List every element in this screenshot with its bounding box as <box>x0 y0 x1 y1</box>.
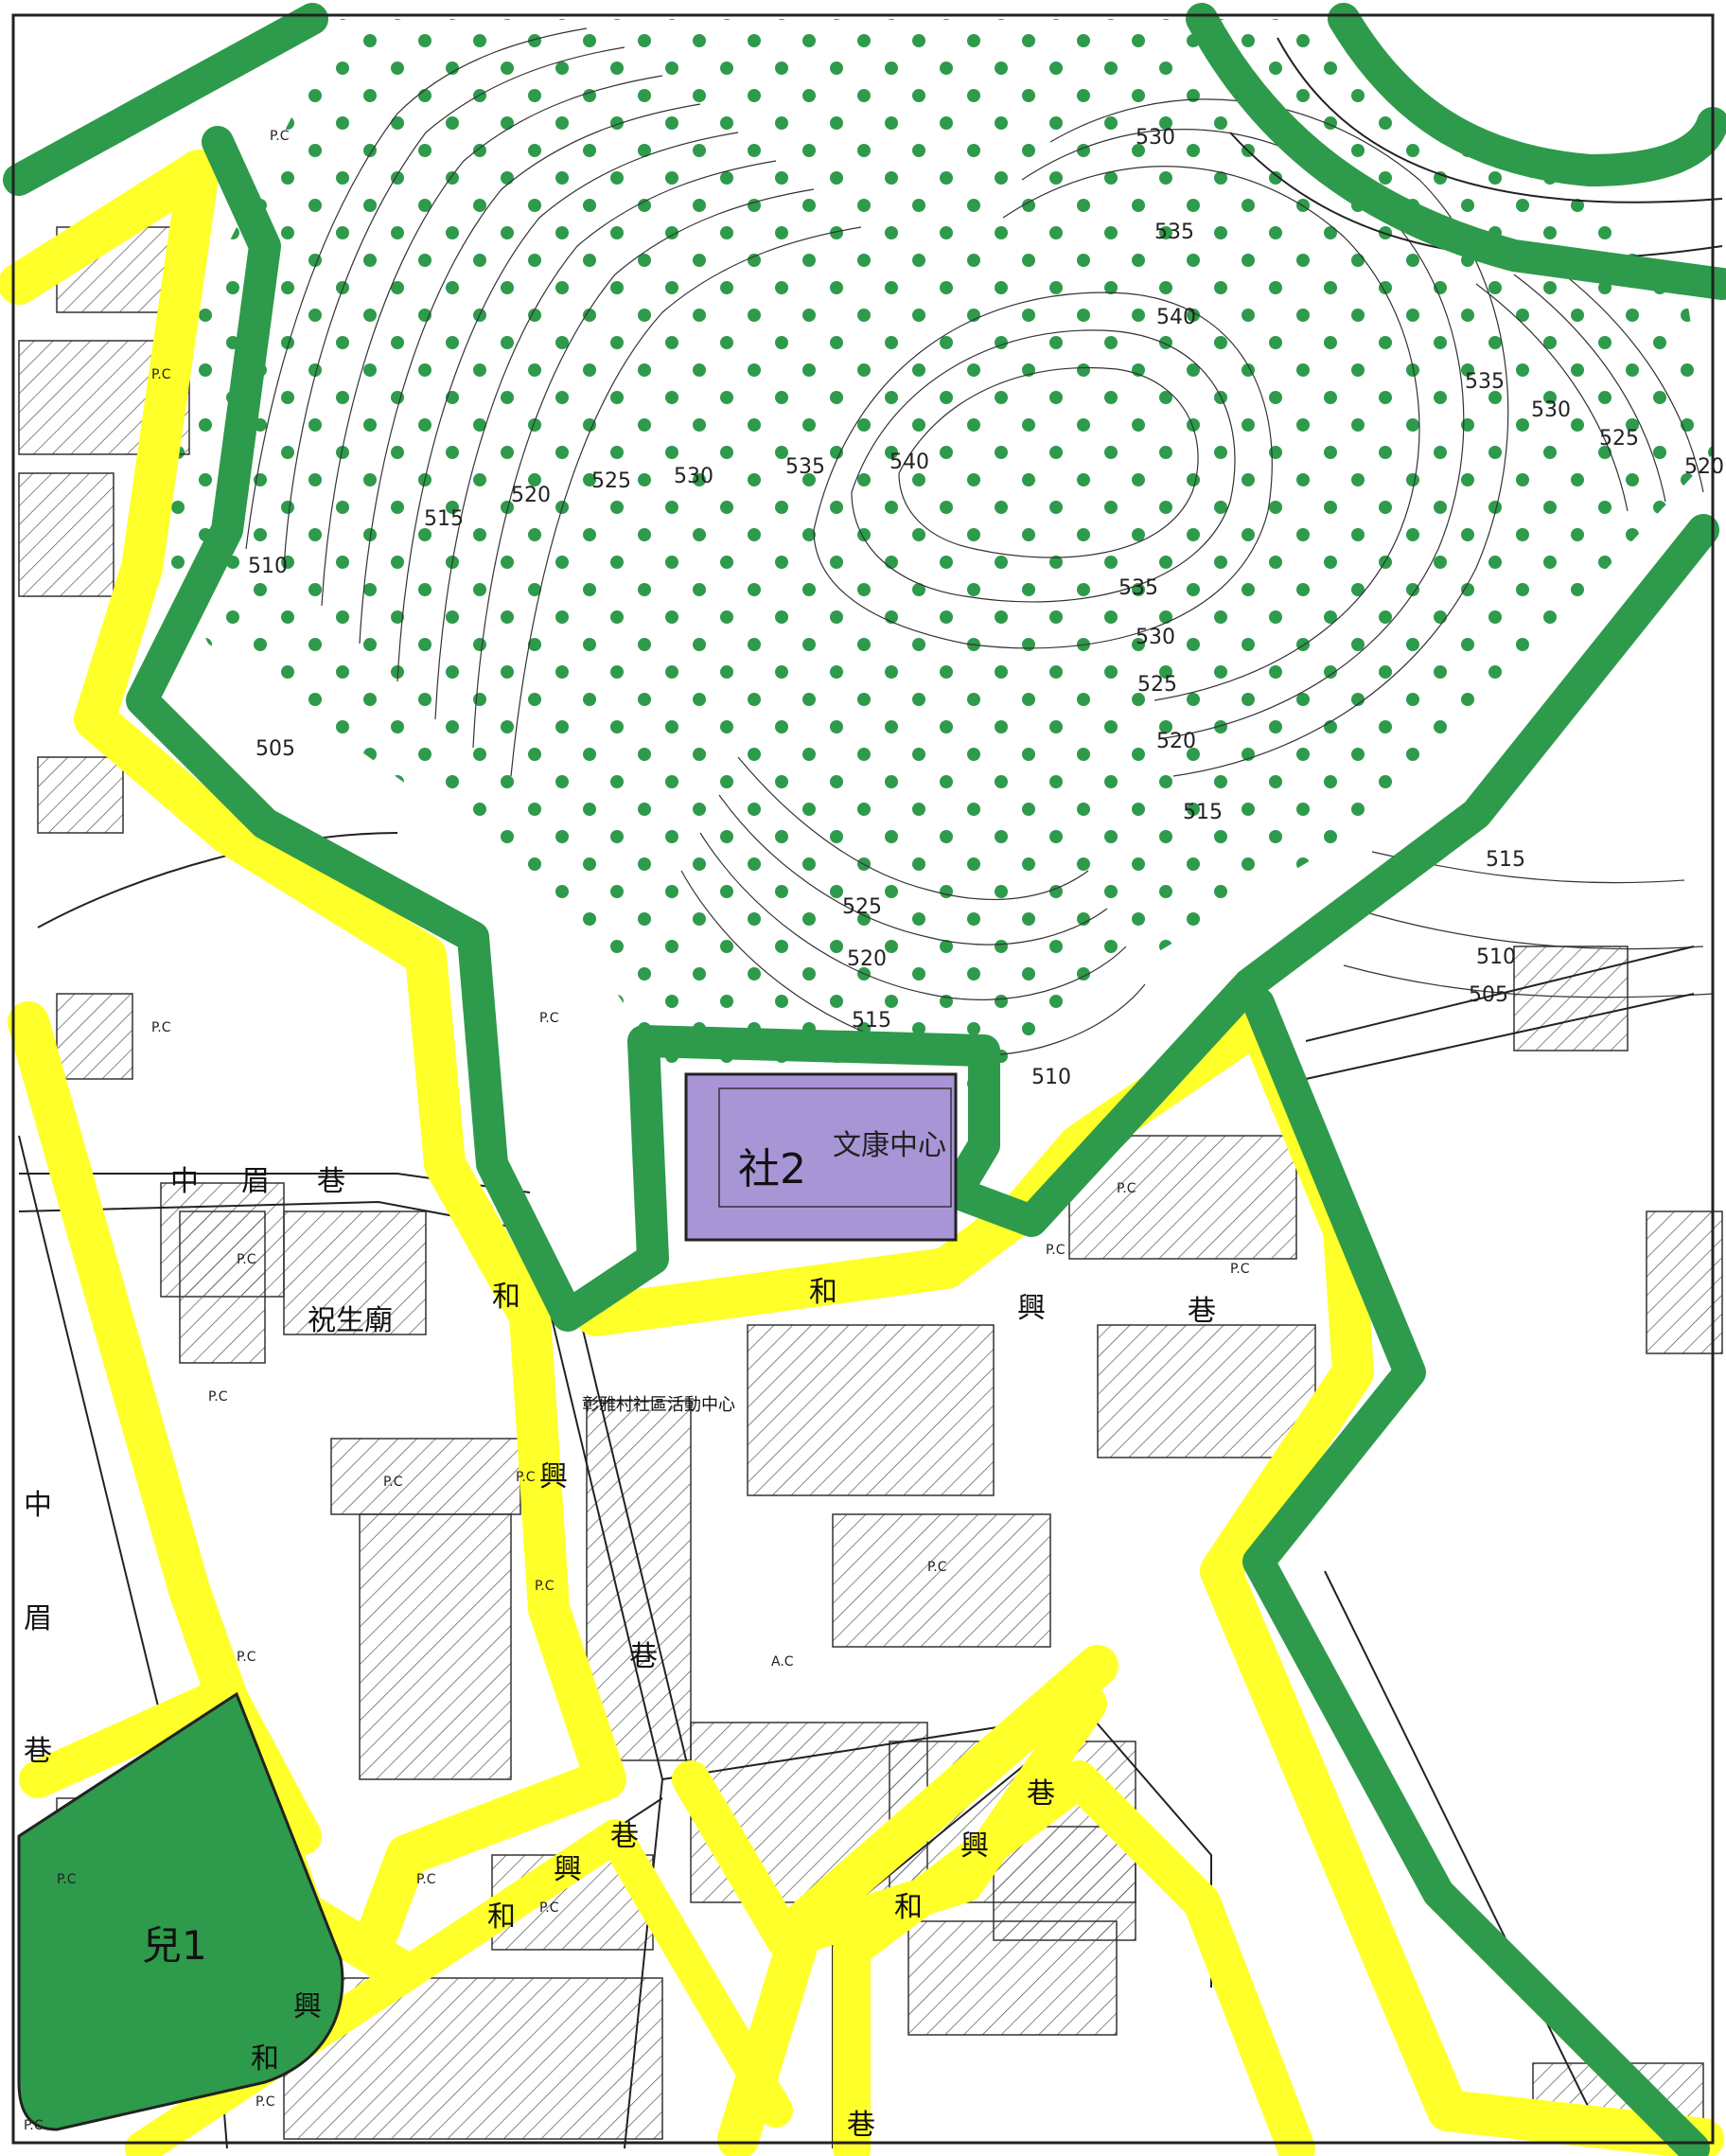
code-pc: P.C <box>270 129 290 144</box>
code-pc: P.C <box>1117 1181 1136 1196</box>
code-pc: P.C <box>1046 1243 1066 1258</box>
elev-hill-515: 515 <box>852 1009 891 1033</box>
lane-labels: 中 眉 巷 中 眉 巷 和 興 巷 和 興 巷 和 興 巷 和 興 巷 和 興 … <box>24 1165 1216 2142</box>
elev-diag-535: 535 <box>1118 576 1158 600</box>
elev-side-525: 525 <box>1599 427 1639 451</box>
elev-left-510: 510 <box>248 555 288 578</box>
lane-hexing-bottom-3: 巷 <box>847 2109 875 2142</box>
elev-hill-520: 520 <box>847 947 887 971</box>
community-center-name: 文康中心 <box>833 1129 946 1162</box>
code-pc: P.C <box>151 367 171 382</box>
elev-top-540: 540 <box>1156 306 1196 329</box>
code-pc: P.C <box>383 1475 403 1490</box>
lane-zhongmei-v-2: 眉 <box>24 1602 52 1635</box>
elev-side-530: 530 <box>1531 398 1571 422</box>
code-pc: P.C <box>539 1900 559 1916</box>
elevation-labels: 530 535 540 510 515 520 525 530 535 540 … <box>248 126 1724 1089</box>
lane-hexing-mid-2: 興 <box>539 1460 568 1493</box>
community-zone-label: 社2 <box>738 1145 806 1193</box>
lane-zhongmei-1: 中 <box>170 1165 199 1198</box>
elev-side-535: 535 <box>1465 370 1505 394</box>
code-pc: P.C <box>237 1650 256 1665</box>
code-pc: P.C <box>151 1020 171 1035</box>
lane-hexing-low2-3: 巷 <box>1027 1777 1055 1811</box>
elev-left-525: 525 <box>591 469 631 493</box>
code-pc: P.C <box>255 2094 275 2110</box>
elev-diag-520: 520 <box>1156 730 1196 753</box>
green-boundary <box>3 3 1726 2156</box>
code-ac: A.C <box>771 1654 794 1670</box>
elev-diag-530: 530 <box>1136 626 1175 649</box>
lane-hexing-mid-3: 巷 <box>629 1640 658 1673</box>
code-pc: P.C <box>535 1579 555 1594</box>
lane-hexing-top-2: 興 <box>1017 1292 1046 1325</box>
lane-hexing-bottom-2: 興 <box>293 1990 322 2023</box>
lane-hexing-bottom-1: 和 <box>251 2042 279 2076</box>
activity-center-label: 彰雅村社區活動中心 <box>582 1395 735 1415</box>
code-pc: P.C <box>1230 1262 1250 1277</box>
childrens-park-zone[interactable]: 兒1 <box>17 1691 344 2131</box>
lane-zhongmei-v-1: 中 <box>24 1489 52 1522</box>
elev-diag-525: 525 <box>1137 673 1177 697</box>
code-pc: P.C <box>539 1011 559 1026</box>
map-frame <box>11 13 1715 2145</box>
lane-hexing-low2-1: 和 <box>894 1891 923 1924</box>
elev-top-530: 530 <box>1136 126 1175 150</box>
lane-zhongmei-3: 巷 <box>317 1165 345 1198</box>
elev-left-540: 540 <box>889 451 929 474</box>
elev-far-515: 515 <box>1486 848 1525 872</box>
elev-far-505: 505 <box>1469 983 1508 1007</box>
lane-hexing-mid-1: 和 <box>492 1281 520 1314</box>
elev-hill-525: 525 <box>842 895 882 919</box>
lane-hexing-lower-2: 興 <box>554 1853 582 1886</box>
code-pc: P.C <box>927 1560 947 1575</box>
lane-hexing-lower-3: 巷 <box>610 1820 639 1853</box>
forest-dots-area <box>151 19 1713 1174</box>
lane-hexing-low2-2: 興 <box>960 1829 989 1863</box>
code-pc: P.C <box>516 1470 536 1485</box>
lane-zhongmei-v-3: 巷 <box>24 1735 52 1768</box>
park-zone-label: 兒1 <box>142 1922 207 1969</box>
code-pc: P.C <box>416 1872 436 1887</box>
elev-left-515: 515 <box>424 507 464 531</box>
code-pc: P.C <box>24 2118 44 2133</box>
elev-left-520: 520 <box>511 484 551 507</box>
code-pc: P.C <box>237 1252 256 1267</box>
lane-hexing-top-1: 和 <box>809 1276 837 1309</box>
code-pc: P.C <box>208 1389 228 1405</box>
elev-diag-515: 515 <box>1183 801 1223 824</box>
code-pc: P.C <box>57 1872 77 1887</box>
temple-label: 祝生廟 <box>308 1304 393 1337</box>
community-facility-zone[interactable]: 社2 文康中心 <box>684 1072 958 1242</box>
lane-hexing-lower-1: 和 <box>487 1900 516 1934</box>
land-use-codes: P.C P.C P.C P.C P.C P.C P.C P.C P.C P.C … <box>24 129 1250 2133</box>
elev-top-535: 535 <box>1154 221 1194 244</box>
elev-left-530: 530 <box>674 465 713 488</box>
elev-far-510: 510 <box>1476 945 1516 969</box>
elev-side-520: 520 <box>1684 455 1724 479</box>
elev-left-505: 505 <box>255 737 295 761</box>
lane-hexing-top-3: 巷 <box>1188 1295 1216 1328</box>
elev-hill-510: 510 <box>1031 1066 1071 1089</box>
lane-zhongmei-2: 眉 <box>241 1165 270 1198</box>
elev-left-535: 535 <box>785 455 825 479</box>
